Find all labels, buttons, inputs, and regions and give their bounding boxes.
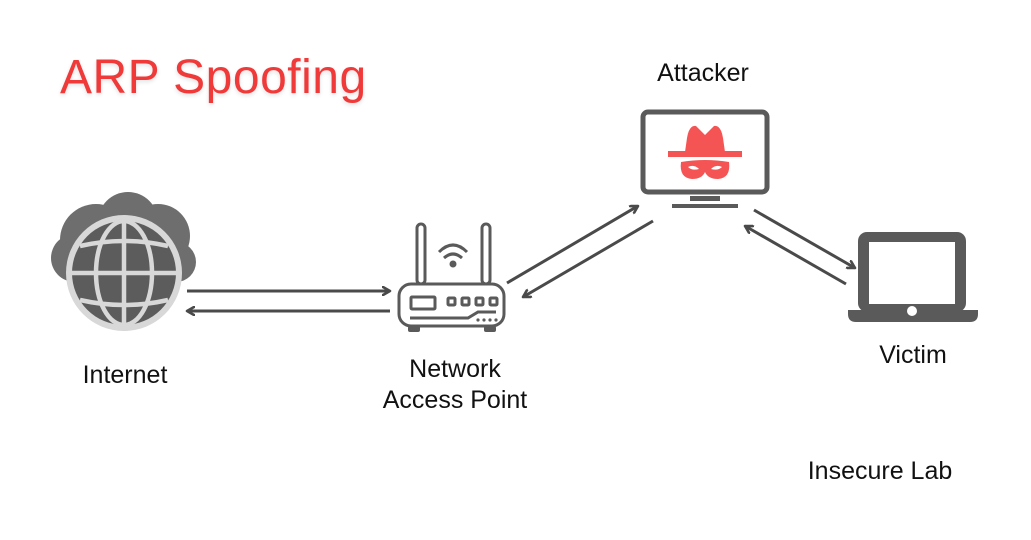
antenna-left	[415, 222, 427, 286]
monitor-neck	[690, 196, 720, 201]
footer-brand: Insecure Lab	[807, 457, 953, 485]
monitor-base	[672, 204, 738, 208]
cloud-globe-icon	[51, 192, 196, 331]
wifi-icon	[437, 243, 469, 268]
arrows-internet-ap	[187, 291, 390, 311]
label-access-point: Network Access Point	[340, 354, 570, 417]
diagram-title: ARP Spoofing	[60, 51, 367, 104]
router-body	[397, 282, 506, 328]
arrow-victim-to-attacker	[745, 224, 847, 286]
label-access-point-line1: Network	[409, 355, 501, 383]
hacker-icon	[668, 125, 742, 179]
label-attacker: Attacker	[657, 59, 749, 87]
arrow-attacker-to-ap	[523, 219, 654, 297]
label-internet: Internet	[82, 361, 168, 389]
laptop-icon	[848, 232, 978, 322]
wifi-router-icon	[397, 222, 506, 332]
arrow-ap-to-attacker	[506, 206, 638, 285]
arrows-ap-attacker	[506, 206, 654, 297]
label-access-point-line2: Access Point	[382, 386, 528, 415]
label-victim: Victim	[879, 341, 947, 369]
antenna-right	[480, 222, 492, 286]
laptop-screen	[869, 242, 955, 304]
arrows-attacker-victim	[745, 208, 855, 286]
laptop-base	[848, 310, 978, 322]
arrow-attacker-to-victim	[753, 208, 855, 270]
hacker-monitor-icon	[640, 109, 770, 208]
globe-icon	[66, 215, 182, 331]
